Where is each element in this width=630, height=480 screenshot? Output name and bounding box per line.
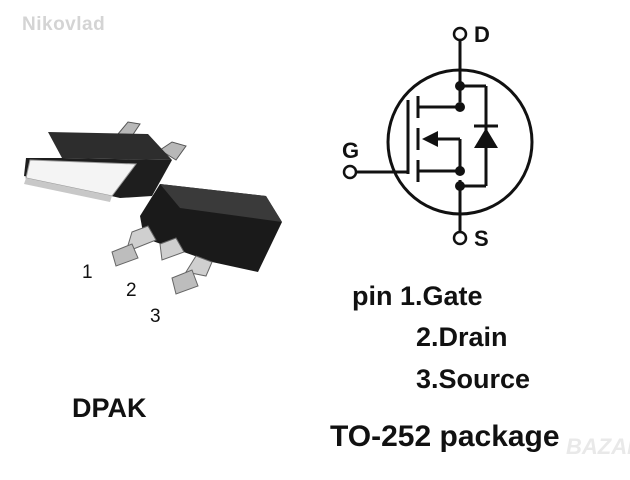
pin-line-1: pin 1.Gate [352, 281, 483, 311]
package-top-view [24, 121, 187, 202]
channel-arrow-icon [422, 131, 438, 147]
dpak-package-illustration [24, 121, 282, 295]
pin-number-3: 3 [150, 306, 161, 327]
corner-logo: BAZAR [566, 434, 630, 459]
package-bottom-view [111, 184, 282, 295]
drain-terminal [452, 26, 468, 42]
diode-icon [474, 128, 498, 148]
source-terminal [452, 230, 468, 246]
gate-label: G [342, 138, 359, 163]
lead-2 [159, 237, 185, 261]
mosfet-schematic-symbol: D G S [342, 22, 534, 251]
source-label: S [474, 226, 489, 251]
pin-line-3: 3.Source [416, 364, 531, 394]
pin-number-2: 2 [126, 280, 137, 301]
watermark-text: Nikovlad [22, 14, 106, 35]
pin-line-2: 2.Drain [416, 322, 508, 352]
drain-label: D [474, 22, 490, 47]
gate-terminal [342, 164, 358, 180]
package-label: DPAK [72, 393, 147, 423]
package-name: TO-252 package [330, 420, 560, 453]
pin-number-1: 1 [82, 262, 93, 283]
